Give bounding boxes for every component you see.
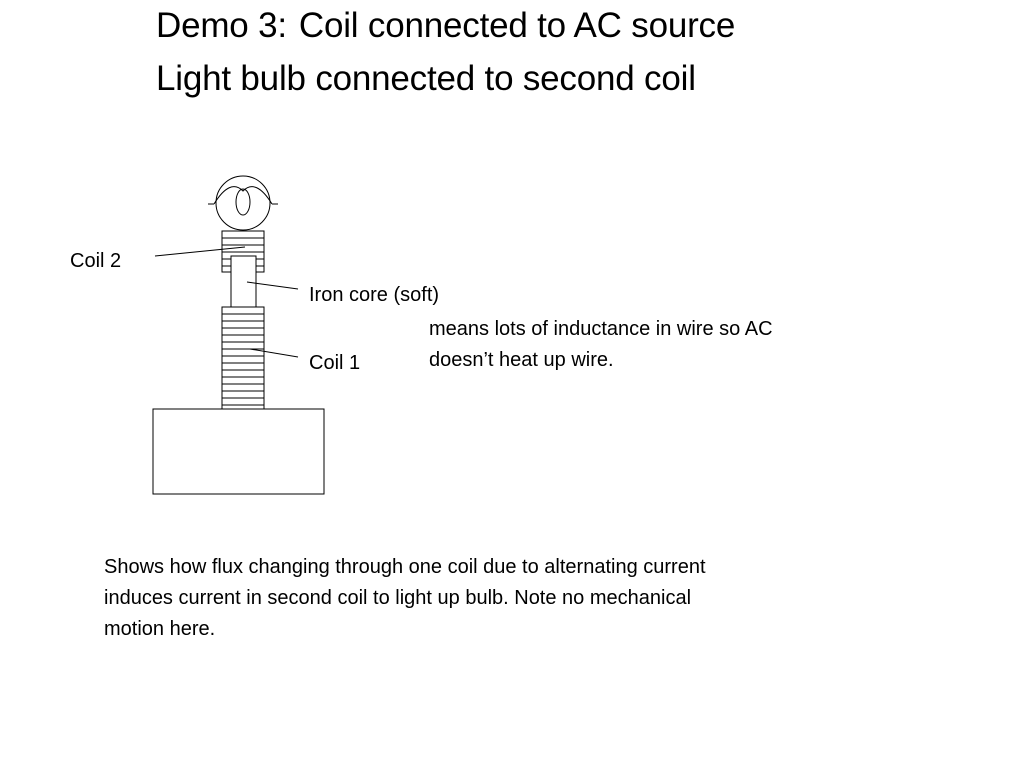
slide-title-line-1: Demo 3: Coil connected to AC source — [156, 6, 735, 46]
summary-line-3: motion here. — [104, 618, 216, 640]
summary-line-1: Shows how flux changing through one coil… — [104, 556, 706, 578]
title-demo-number: Demo 3: — [156, 6, 287, 45]
iron-core-label: Iron core (soft) — [309, 284, 440, 306]
slide-title-line-2: Light bulb connected to second coil — [156, 59, 696, 98]
coil2-label: Coil 2 — [70, 250, 122, 272]
light-bulb-icon — [208, 175, 278, 231]
coil1-leader-line — [249, 348, 299, 358]
ac-source-box — [152, 408, 325, 495]
inductance-note-line-2: doesn’t heat up wire. — [429, 349, 614, 371]
summary-line-2: induces current in second coil to light … — [104, 587, 692, 609]
inductance-note: means lots of inductance in wire so AC do… — [429, 314, 899, 376]
coil2-leader-line — [154, 246, 246, 257]
summary-text: Shows how flux changing through one coil… — [104, 552, 904, 645]
iron-core — [230, 255, 257, 309]
title-coil-ac: Coil connected to AC source — [298, 6, 736, 45]
inductance-note-line-1: means lots of inductance in wire so AC — [429, 318, 773, 340]
coil1-label: Coil 1 — [309, 352, 361, 374]
iron-core-leader-line — [246, 281, 299, 290]
coil-1 — [221, 306, 265, 410]
